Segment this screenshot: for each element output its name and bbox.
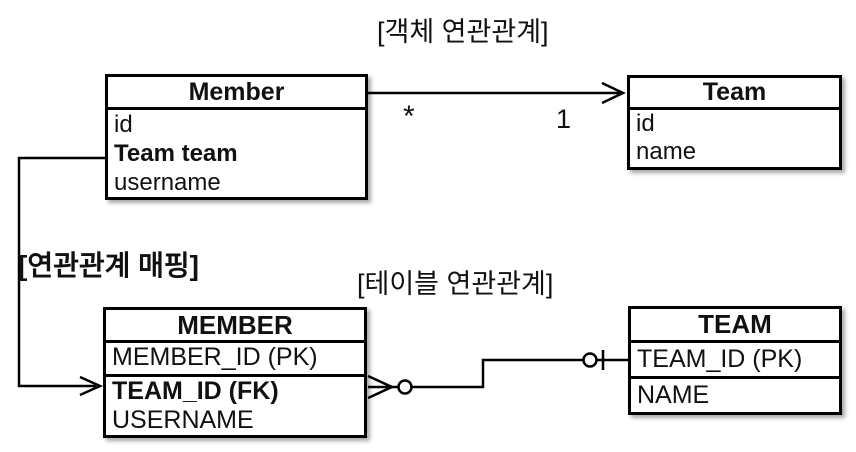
crows-foot-many-icon xyxy=(367,385,393,400)
member-table-title: MEMBER xyxy=(106,310,364,343)
team-table-title: TEAM xyxy=(631,309,839,343)
member-table-username-row: USERNAME xyxy=(112,406,254,434)
team-table-name-row: NAME xyxy=(637,381,710,409)
team-class-box: Team id name xyxy=(627,75,842,170)
zero-or-many-circle-icon xyxy=(397,379,413,395)
member-field-id: id xyxy=(114,111,133,138)
object-association-title: [객체 연관관계] xyxy=(377,17,549,47)
multiplicity-one-label: 1 xyxy=(556,104,572,134)
member-class-box: Member id Team team username xyxy=(105,74,368,200)
member-table-box: MEMBER MEMBER_ID (PK) TEAM_ID (FK) USERN… xyxy=(103,307,367,438)
team-class-title: Team xyxy=(630,78,839,110)
multiplicity-many-label: * xyxy=(403,100,415,133)
arrowhead-right-icon xyxy=(601,81,626,105)
team-table-pk-row: TEAM_ID (PK) xyxy=(631,343,839,379)
member-field-team: Team team xyxy=(114,140,238,167)
mapping-title: [연관관계 매핑] xyxy=(18,250,199,281)
mapping-arrowhead-icon xyxy=(79,375,104,397)
team-table-box: TEAM TEAM_ID (PK) NAME xyxy=(628,306,842,415)
team-field-id: id xyxy=(636,110,655,137)
member-table-fk-row: TEAM_ID (FK) xyxy=(112,377,279,405)
team-field-name: name xyxy=(636,138,697,165)
member-field-username: username xyxy=(114,169,221,196)
table-association-title: [테이블 연관관계] xyxy=(357,269,554,299)
crows-foot-many-icon xyxy=(367,374,393,389)
member-table-pk-row: MEMBER_ID (PK) xyxy=(106,343,364,377)
zero-or-one-circle-icon xyxy=(582,352,598,368)
member-class-title: Member xyxy=(108,77,365,110)
table-association-line xyxy=(411,358,584,389)
